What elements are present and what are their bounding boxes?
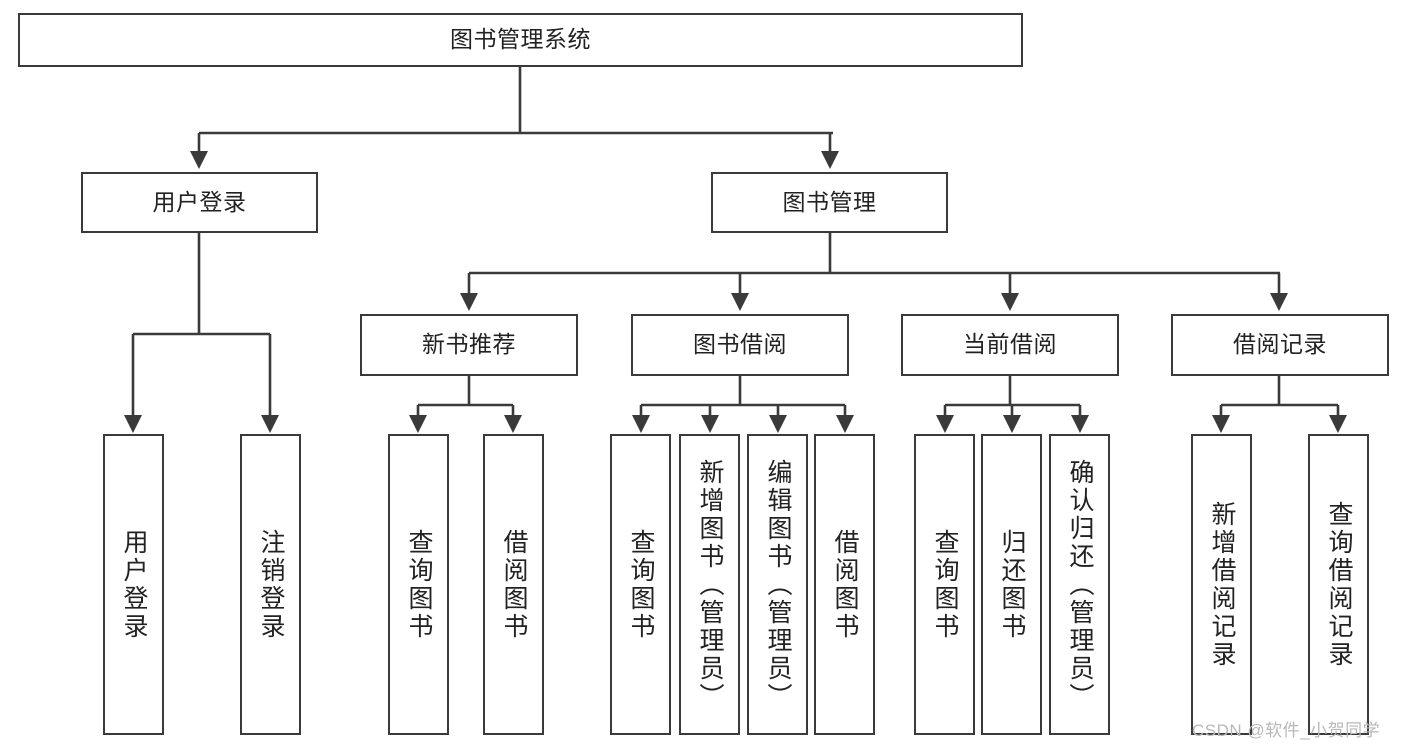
- leaf-user-login[interactable]: 用户登录: [103, 434, 164, 735]
- node-user-login[interactable]: 用户登录: [81, 172, 318, 233]
- leaf-add-book-admin[interactable]: 新增图书（管理员）: [679, 434, 740, 735]
- node-label: 借阅图书: [831, 528, 859, 641]
- leaf-confirm-return-admin[interactable]: 确认归还（管理员）: [1049, 434, 1110, 735]
- node-label: 确认归还（管理员）: [1066, 458, 1094, 711]
- leaf-query-borrow-record[interactable]: 查询借阅记录: [1308, 434, 1369, 735]
- node-borrowing-record[interactable]: 借阅记录: [1171, 314, 1389, 376]
- node-book-management[interactable]: 图书管理: [711, 172, 948, 233]
- node-current-borrowing[interactable]: 当前借阅: [901, 314, 1119, 376]
- node-label: 当前借阅: [963, 331, 1057, 358]
- leaf-query-books-borrow[interactable]: 查询图书: [610, 434, 671, 735]
- csdn-watermark: CSDN @软件_小贺同学: [1192, 721, 1381, 740]
- node-book-borrowing[interactable]: 图书借阅: [631, 314, 849, 376]
- leaf-edit-book-admin[interactable]: 编辑图书（管理员）: [747, 434, 808, 735]
- node-label: 注销登录: [257, 528, 285, 641]
- node-new-book-recommendation[interactable]: 新书推荐: [360, 314, 578, 376]
- node-label: 图书借阅: [693, 331, 787, 358]
- node-label: 新增图书（管理员）: [696, 458, 724, 711]
- node-label: 查询图书: [931, 528, 959, 641]
- leaf-query-books-current[interactable]: 查询图书: [914, 434, 975, 735]
- node-label: 编辑图书（管理员）: [764, 458, 792, 711]
- leaf-add-borrow-record[interactable]: 新增借阅记录: [1191, 434, 1252, 735]
- node-label: 用户登录: [120, 528, 148, 641]
- leaf-query-books-recommend[interactable]: 查询图书: [388, 434, 449, 735]
- node-root-book-management-system[interactable]: 图书管理系统: [18, 13, 1023, 67]
- node-label: 查询图书: [405, 528, 433, 641]
- node-label: 借阅图书: [500, 528, 528, 641]
- node-label: 新增借阅记录: [1208, 500, 1236, 669]
- node-label: 图书管理: [782, 188, 877, 215]
- leaf-return-books[interactable]: 归还图书: [981, 434, 1042, 735]
- node-label: 图书管理系统: [450, 26, 591, 53]
- node-label: 归还图书: [998, 528, 1026, 641]
- leaf-borrow-books-recommend[interactable]: 借阅图书: [483, 434, 544, 735]
- leaf-borrow-books[interactable]: 借阅图书: [814, 434, 875, 735]
- node-label: 查询借阅记录: [1325, 500, 1353, 669]
- node-label: 用户登录: [152, 188, 247, 215]
- node-label: 查询图书: [627, 528, 655, 641]
- node-label: 借阅记录: [1233, 331, 1327, 358]
- leaf-logout[interactable]: 注销登录: [240, 434, 301, 735]
- node-label: 新书推荐: [422, 331, 516, 358]
